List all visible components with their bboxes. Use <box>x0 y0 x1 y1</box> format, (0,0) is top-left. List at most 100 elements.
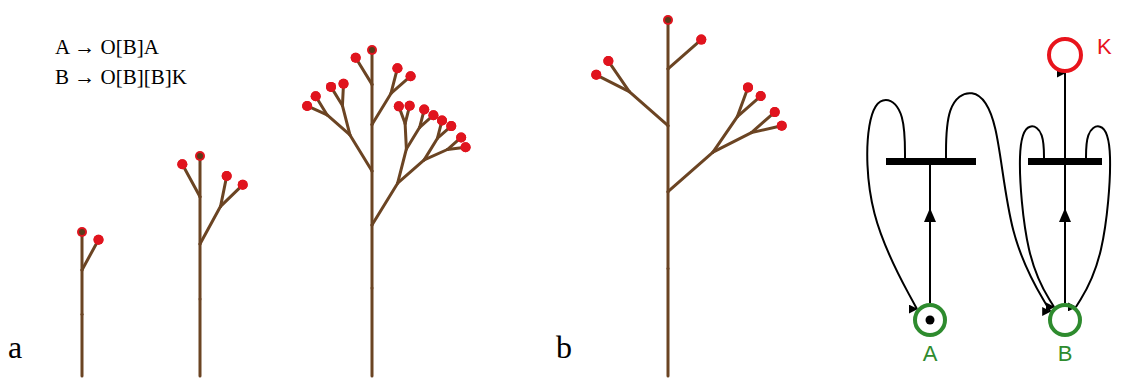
place-circle: B <box>1048 303 1082 337</box>
arc-arrow <box>1020 126 1065 307</box>
plant-branch <box>371 124 374 171</box>
circle-outline <box>913 303 947 337</box>
flower-bud <box>663 15 673 25</box>
flower-bud <box>456 132 466 142</box>
place-circle: A <box>913 303 947 337</box>
plant-branch <box>668 40 701 69</box>
place-name: A <box>923 343 938 365</box>
transition-bar <box>886 158 976 165</box>
plant-branch <box>81 270 84 314</box>
plant-branch <box>371 84 374 124</box>
flower-bud <box>394 101 404 111</box>
flower-bud <box>339 79 349 89</box>
flower-bud <box>195 151 205 161</box>
flower-bud <box>603 56 613 66</box>
circle-outline <box>1048 303 1082 337</box>
flower-bud <box>177 159 187 169</box>
flower-bud <box>351 53 361 63</box>
plant <box>77 227 104 376</box>
plant-branch <box>199 244 202 299</box>
apex-tip <box>79 229 85 235</box>
plant-branch <box>200 206 221 244</box>
panel-letter: b <box>556 330 572 365</box>
flower-bud <box>367 45 377 55</box>
flower-bud <box>743 82 753 92</box>
panel-letter: a <box>8 330 22 365</box>
flower-bud <box>456 132 466 142</box>
flower-bud <box>406 71 416 81</box>
flower-bud <box>302 101 312 111</box>
flower-bud <box>591 70 601 80</box>
plant-branch <box>667 20 670 69</box>
plant-branch <box>608 61 629 92</box>
transition-bar <box>1028 158 1102 165</box>
flower-bud <box>392 63 402 73</box>
plant-branch <box>81 232 84 270</box>
plant-branch <box>82 240 99 270</box>
flower-bud <box>311 91 321 101</box>
plant-branch <box>424 150 447 160</box>
flower-bud <box>302 101 312 111</box>
flower-bud <box>696 35 706 45</box>
flower-bud <box>222 171 232 181</box>
arc-arrow <box>867 100 930 309</box>
arrow-head <box>1059 208 1071 222</box>
arc-arrow <box>1065 126 1110 307</box>
plant-branch <box>668 152 713 192</box>
plant-branch <box>182 164 200 196</box>
plant-branch <box>81 314 84 376</box>
flower-bud <box>603 56 613 66</box>
plant-branch <box>371 225 374 288</box>
flower-bud <box>419 105 429 115</box>
plant-branch <box>199 299 202 376</box>
flower-bud <box>238 180 248 190</box>
flower-bud <box>94 235 104 245</box>
flower-bud <box>311 91 321 101</box>
flower-bud <box>770 107 780 117</box>
place-name: K <box>1097 36 1112 58</box>
flower-bud <box>326 82 336 92</box>
plant <box>591 15 786 376</box>
plant-branch <box>371 50 374 84</box>
flower-bud <box>419 105 429 115</box>
flower-bud <box>406 71 416 81</box>
flower-bud <box>696 35 706 45</box>
flower-bud <box>591 70 601 80</box>
plant <box>302 45 470 376</box>
apex-tip <box>369 47 375 53</box>
plant <box>177 151 247 376</box>
flower-bud <box>437 115 447 125</box>
flower-bud <box>446 121 456 131</box>
flower-bud <box>222 171 232 181</box>
flower-bud <box>756 91 766 101</box>
plant-branch <box>405 124 406 149</box>
plant-branch <box>667 69 670 126</box>
apex-tip <box>665 17 671 23</box>
plant-branch <box>199 197 202 244</box>
flower-bud <box>756 91 766 101</box>
plant-branch <box>629 92 668 126</box>
flower-bud <box>351 53 361 63</box>
plant-branch <box>371 288 374 376</box>
flower-bud <box>177 159 187 169</box>
flower-bud <box>238 180 248 190</box>
flower-bud <box>405 101 415 111</box>
flower-bud <box>428 110 438 120</box>
production-rule: A → O[B]A <box>55 36 159 59</box>
flower-bud <box>446 121 456 131</box>
plant-branch <box>713 133 751 153</box>
plant-branch <box>406 127 419 149</box>
flower-bud <box>461 142 471 152</box>
plant-branch <box>372 183 398 225</box>
flower-bud <box>77 227 87 237</box>
token-dot <box>926 316 935 325</box>
flower-bud <box>428 110 438 120</box>
flower-bud <box>743 82 753 92</box>
plant-branch <box>667 126 670 192</box>
flower-bud <box>339 79 349 89</box>
flower-bud <box>777 121 787 131</box>
plant-branch <box>371 171 374 225</box>
flower-bud <box>777 121 787 131</box>
